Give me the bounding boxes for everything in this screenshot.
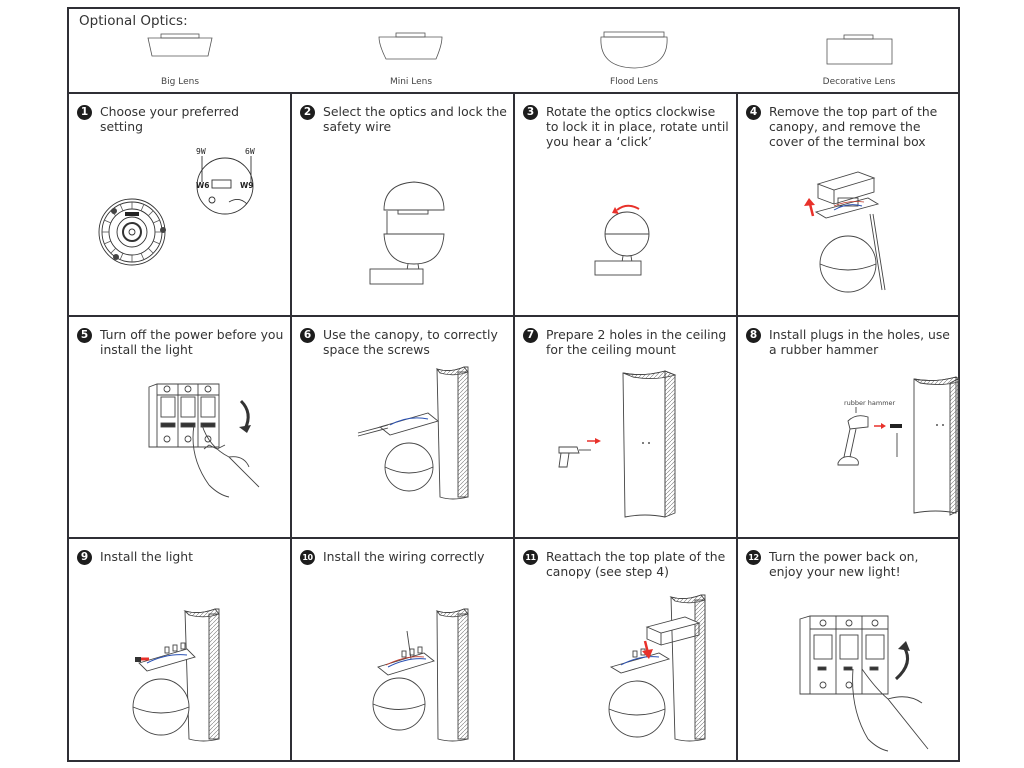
step-8: 8 Install plugs in the holes, use a rubbe… <box>738 317 959 537</box>
tool-label-rubber-hammer: rubber hammer <box>844 399 896 407</box>
optics-safety-wire-illustration <box>369 181 445 285</box>
step-4: 4 Remove the top part of the canopy, and … <box>738 94 959 314</box>
install-light-illustration <box>132 608 220 742</box>
wattage-label-9w: 9W <box>196 147 206 156</box>
step-text: Turn the power back on, enjoy your new l… <box>769 549 919 579</box>
remove-canopy-illustration <box>804 171 886 293</box>
setting-dial-illustration: 9W 6W W6 W9 <box>98 147 255 266</box>
lens-label: Big Lens <box>160 77 200 87</box>
wattage-label-6w: 6W <box>245 147 255 156</box>
canopy-spacing-illustration <box>357 366 469 500</box>
step-text: Use the canopy, to correctly space the s… <box>323 327 498 357</box>
optional-optics-panel: Optional Optics: Big Lens Mini Lens Floo… <box>69 9 958 94</box>
step-text: Install the light <box>100 549 193 564</box>
lens-label: Mini Lens <box>389 77 433 87</box>
grid-divider <box>290 94 292 760</box>
step-number-badge: 8 <box>746 328 761 343</box>
dial-mark-right: W9 <box>240 181 254 190</box>
decorative-lens-icon <box>826 34 893 65</box>
grid-divider <box>69 537 958 539</box>
step-number-badge: 9 <box>77 550 92 565</box>
step-number-badge: 6 <box>300 328 315 343</box>
step-text: Install the wiring correctly <box>323 549 485 564</box>
grid-divider <box>736 94 738 760</box>
step-number-badge: 5 <box>77 328 92 343</box>
step-number-badge: 12 <box>746 550 761 565</box>
mini-lens-icon <box>378 32 443 60</box>
step-number-badge: 1 <box>77 105 92 120</box>
instruction-sheet: Optional Optics: Big Lens Mini Lens Floo… <box>67 7 960 762</box>
step-text: Prepare 2 holes in the ceiling for the c… <box>546 327 727 357</box>
lens-mini: Mini Lens <box>331 31 491 89</box>
lens-big: Big Lens <box>100 31 260 89</box>
step-text: Rotate the optics clockwise to lock it i… <box>546 104 729 149</box>
step-number-badge: 4 <box>746 105 761 120</box>
step-1: 1 Choose your preferred setting <box>69 94 290 314</box>
drill-holes-illustration <box>558 370 677 518</box>
reattach-plate-illustration <box>608 594 706 742</box>
step-12: 12 Turn the power back on, enjoy your new… <box>738 539 959 759</box>
step-5: 5 Turn off the power before you install t… <box>69 317 290 537</box>
step-9: 9 Install the light <box>69 539 290 759</box>
grid-divider <box>513 94 515 760</box>
rotate-optics-illustration <box>594 204 650 276</box>
step-2: 2 Select the optics and lock the safety w… <box>292 94 513 314</box>
step-10: 10 Install the wiring correctly <box>292 539 513 759</box>
step-number-badge: 2 <box>300 105 315 120</box>
flood-lens-icon <box>600 31 668 69</box>
step-3: 3 Rotate the optics clockwise to lock it … <box>515 94 736 314</box>
dial-mark-left: W6 <box>196 181 210 190</box>
step-number-badge: 11 <box>523 550 538 565</box>
step-number-badge: 7 <box>523 328 538 343</box>
steps-grid: 1 Choose your preferred setting <box>69 94 959 760</box>
step-text: Reattach the top plate of the canopy (se… <box>546 549 726 579</box>
lens-decorative: Decorative Lens <box>779 31 939 89</box>
big-lens-icon <box>147 33 213 57</box>
step-text: Remove the top part of the canopy, and r… <box>769 104 938 149</box>
step-7: 7 Prepare 2 holes in the ceiling for the … <box>515 317 736 537</box>
step-6: 6 Use the canopy, to correctly space the … <box>292 317 513 537</box>
optics-title: Optional Optics: <box>79 13 188 29</box>
grid-divider <box>69 315 958 317</box>
step-text: Select the optics and lock the safety wi… <box>323 104 507 134</box>
lens-label: Flood Lens <box>609 77 659 87</box>
step-text: Choose your preferred setting <box>100 104 239 134</box>
step-text: Install plugs in the holes, use a rubber… <box>769 327 950 357</box>
power-on-breaker-illustration <box>799 615 929 752</box>
step-text: Turn off the power before you install th… <box>100 327 284 357</box>
power-off-breaker-illustration <box>148 383 260 498</box>
rubber-hammer-plugs-illustration: rubber hammer <box>837 376 959 516</box>
wiring-illustration <box>372 608 469 742</box>
lens-flood: Flood Lens <box>554 31 714 89</box>
step-number-badge: 3 <box>523 105 538 120</box>
lens-label: Decorative Lens <box>822 77 896 87</box>
step-11: 11 Reattach the top plate of the canopy (… <box>515 539 736 759</box>
step-number-badge: 10 <box>300 550 315 565</box>
